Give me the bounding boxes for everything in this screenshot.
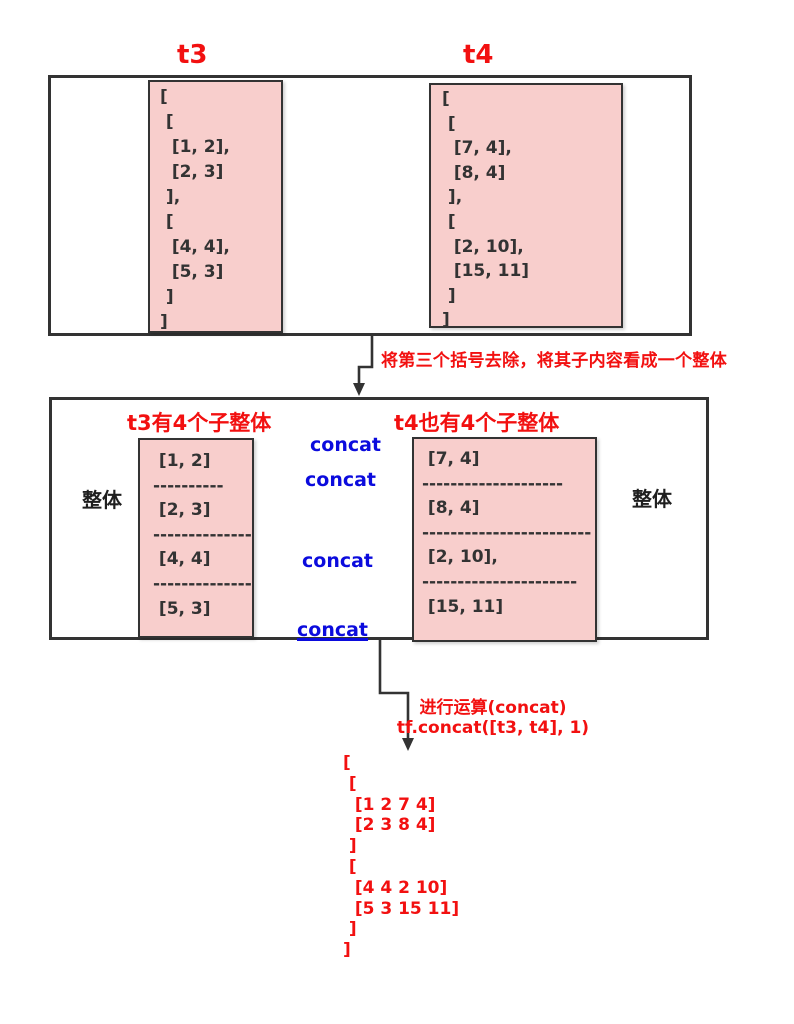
right-whole-label: 整体 <box>632 487 672 511</box>
t3-sub-whole-box: [1, 2] ---------- [2, 3] -------------- … <box>138 438 254 638</box>
note-remove-bracket: 将第三个括号去除，将其子内容看成一个整体 <box>381 351 727 371</box>
t3-sub-whole-content: [1, 2] ---------- [2, 3] -------------- … <box>153 451 252 619</box>
t3-sub-whole-header: t3有4个子整体 <box>127 411 272 435</box>
t3-tensor-box: [ [ [1, 2], [2, 3] ], [ [4, 4], [5, 3] ]… <box>148 80 283 333</box>
concat-label-4: concat <box>297 619 369 641</box>
t4-sub-whole-header: t4也有4个子整体 <box>394 411 560 435</box>
t4-tensor-box: [ [ [7, 4], [8, 4] ], [ [2, 10], [15, 11… <box>429 83 623 328</box>
flow-arrow-top-to-middle <box>353 336 374 396</box>
left-whole-label: 整体 <box>82 488 122 512</box>
t4-sub-whole-content: [7, 4] -------------------- [8, 4] -----… <box>422 449 592 617</box>
t4-sub-whole-box: [7, 4] -------------------- [8, 4] -----… <box>412 437 597 642</box>
concat-label-1: concat <box>310 434 382 456</box>
t4-tensor-content: [ [ [7, 4], [8, 4] ], [ [2, 10], [15, 11… <box>442 89 530 328</box>
t3-tensor-content: [ [ [1, 2], [2, 3] ], [ [4, 4], [5, 3] ]… <box>160 87 230 332</box>
operation-note: 进行运算(concat) tf.concat([t3, t4], 1) <box>396 698 590 738</box>
t4-title: t4 <box>463 40 494 70</box>
concat-label-2: concat <box>305 469 377 491</box>
concat-result-content: [ [ [1 2 7 4] [2 3 8 4] ] [ [4 4 2 10] [… <box>343 753 460 961</box>
operation-note-line2: tf.concat([t3, t4], 1) <box>396 717 590 738</box>
concat-label-3: concat <box>302 550 374 572</box>
operation-note-line1: 进行运算(concat) <box>419 698 567 718</box>
t3-title: t3 <box>177 40 208 70</box>
